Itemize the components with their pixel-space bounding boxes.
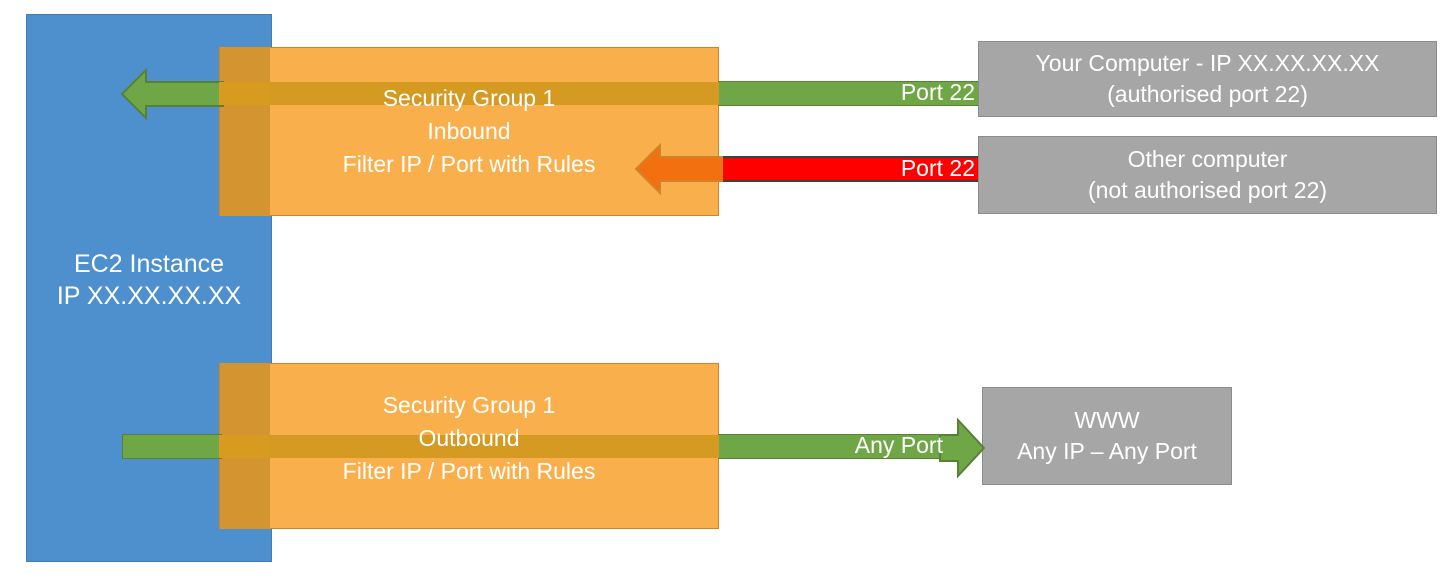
outbound-allowed-arrowhead-icon xyxy=(939,417,986,479)
www-name: WWW xyxy=(1074,407,1140,433)
your-computer-name: Your Computer - IP XX.XX.XX.XX xyxy=(1035,50,1380,76)
endpoint-your-computer-box[interactable]: Your Computer - IP XX.XX.XX.XX (authoris… xyxy=(978,41,1437,117)
inbound-blocked-arrowhead-icon xyxy=(634,142,723,196)
outbound-shaft-inside-ec2 xyxy=(122,434,222,459)
www-note: Any IP – Any Port xyxy=(1017,438,1197,464)
security-group-inbound-box[interactable] xyxy=(219,47,719,216)
endpoint-www-box[interactable]: WWW Any IP – Any Port xyxy=(982,387,1232,485)
your-computer-note: (authorised port 22) xyxy=(1107,81,1308,107)
endpoint-other-computer-box[interactable]: Other computer (not authorised port 22) xyxy=(978,136,1437,214)
other-computer-note: (not authorised port 22) xyxy=(1087,177,1328,203)
outbound-allowed-shaft xyxy=(718,434,943,459)
security-group-outbound-box[interactable] xyxy=(219,363,719,529)
other-computer-name: Other computer xyxy=(1127,146,1288,172)
inbound-blocked-shaft xyxy=(718,156,980,182)
inbound-allowed-shaft xyxy=(718,81,980,106)
inbound-allowed-arrowhead-icon xyxy=(120,67,224,121)
